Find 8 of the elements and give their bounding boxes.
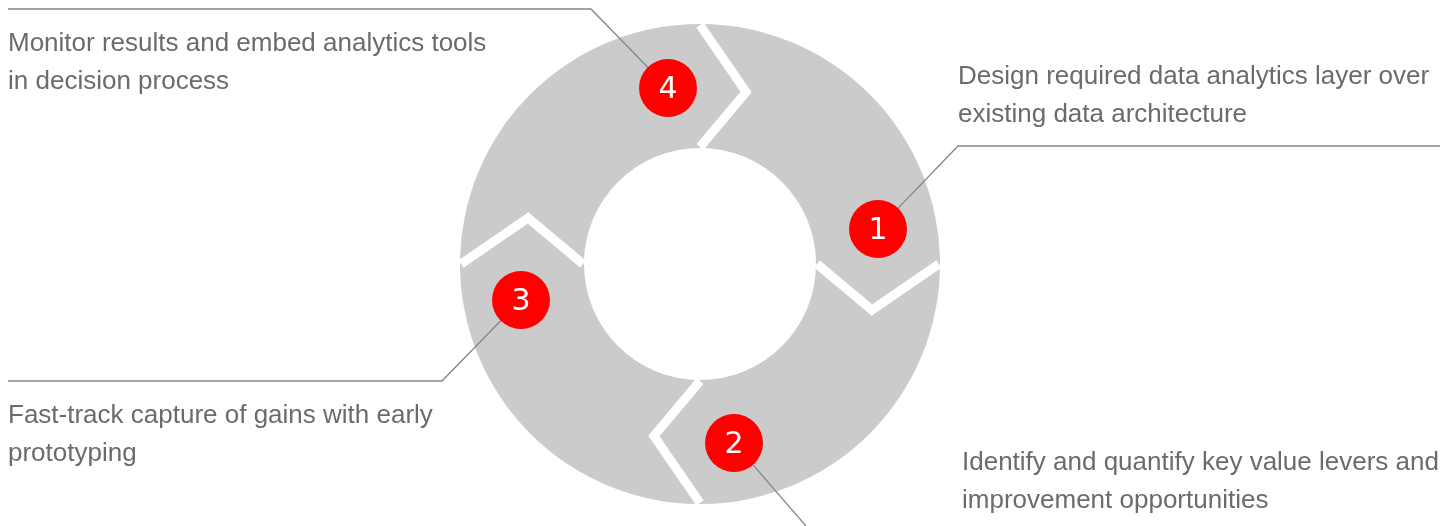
step-description: Identify and quantify key value levers and improvement opportunities bbox=[962, 442, 1456, 522]
leader-line bbox=[7, 320, 502, 382]
step-description: Fast-track capture of gains with early prototyping bbox=[8, 381, 448, 471]
leader-line bbox=[897, 145, 1441, 209]
leader-line bbox=[752, 464, 807, 526]
leader-line bbox=[7, 8, 649, 68]
step-description: Design required data analytics layer over existing data architecture bbox=[958, 56, 1448, 146]
step-description: Monitor results and embed analytics tools in decision process bbox=[8, 9, 508, 97]
